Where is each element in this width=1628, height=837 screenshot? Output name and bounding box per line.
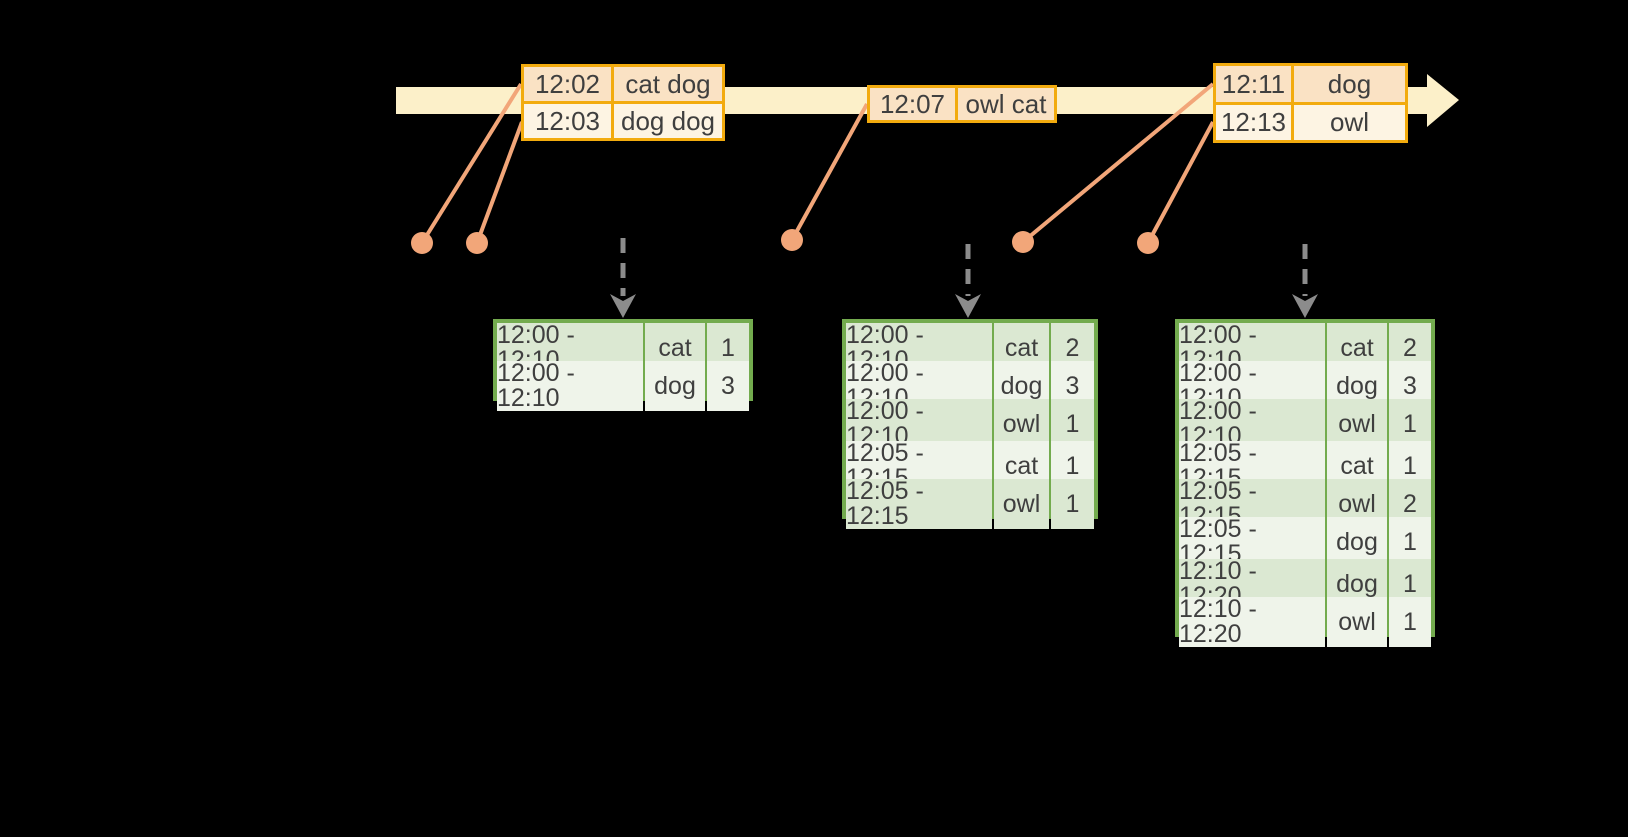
event-dot-12-03 [466,232,488,254]
result-count: 1 [1389,399,1431,449]
event-line-12-02 [420,82,523,245]
result-count: 3 [707,361,749,411]
result-row: 12:00 - 12:10 dog 3 [1179,361,1431,411]
result-count: 1 [1051,479,1094,529]
input-table-2: 12:07 owl cat [867,85,1057,123]
result-row: 12:00 - 12:10 owl 1 [846,399,1094,449]
result-row: 12:05 - 12:15 dog 1 [1179,517,1431,567]
trigger-arrow-icon-2 [955,244,981,318]
result-word: owl [1327,597,1387,647]
input-table-3: 12:11 dog 12:13 owl [1213,63,1408,143]
event-line-12-11 [1021,82,1215,244]
result-row: 12:00 - 12:10 cat 1 [497,323,749,373]
event-time: 12:02 [524,67,611,101]
result-row: 12:10 - 12:20 owl 1 [1179,597,1431,647]
trigger-arrow-icon-1 [610,238,636,318]
event-words: dog [1294,66,1405,102]
event-time: 12:07 [870,88,955,120]
event-dot-12-07 [781,229,803,251]
input-row: 12:07 owl cat [870,88,1054,120]
result-row: 12:05 - 12:15 owl 1 [846,479,1094,529]
timeline-arrowhead-icon [1427,74,1459,127]
result-table-3: 12:00 - 12:10 cat 2 12:00 - 12:10 dog 3 … [1175,319,1435,647]
result-count: 1 [1051,399,1094,449]
event-dot-12-11 [1012,231,1034,253]
result-row: 12:00 - 12:10 owl 1 [1179,399,1431,449]
event-words: cat dog [614,67,722,101]
result-word: owl [994,479,1049,529]
result-window: 12:00 - 12:10 [846,399,992,449]
result-word: owl [1327,399,1387,449]
result-table-2: 12:00 - 12:10 cat 2 12:00 - 12:10 dog 3 … [842,319,1098,529]
event-dot-12-13 [1137,232,1159,254]
event-time: 12:03 [524,104,611,138]
input-row: 12:02 cat dog [524,67,722,101]
result-window: 12:05 - 12:15 [846,479,992,529]
result-window: 12:00 - 12:10 [1179,399,1325,449]
result-row: 12:00 - 12:10 dog 3 [846,361,1094,411]
trigger-arrow-icon-3 [1292,244,1318,318]
result-row: 12:00 - 12:10 cat 2 [1179,323,1431,373]
input-row: 12:03 dog dog [524,104,722,138]
event-words: owl [1294,104,1405,140]
result-row: 12:05 - 12:15 cat 1 [846,441,1094,491]
event-line-12-13 [1146,121,1215,244]
result-window: 12:00 - 12:10 [497,361,643,411]
result-row: 12:00 - 12:10 dog 3 [497,361,749,411]
result-count: 1 [1389,517,1431,567]
result-count: 1 [1389,597,1431,647]
result-word: dog [645,361,705,411]
event-dot-12-02 [411,232,433,254]
result-row: 12:05 - 12:15 cat 1 [1179,441,1431,491]
event-time: 12:11 [1216,66,1291,102]
result-word: dog [1327,517,1387,567]
event-line-12-07 [790,103,869,241]
result-window: 12:10 - 12:20 [1179,597,1325,647]
result-row: 12:10 - 12:20 dog 1 [1179,559,1431,609]
result-row: 12:00 - 12:10 cat 2 [846,323,1094,373]
result-table-1: 12:00 - 12:10 cat 1 12:00 - 12:10 dog 3 [493,319,753,411]
result-word: owl [994,399,1049,449]
input-row: 12:11 dog [1216,66,1405,102]
input-row: 12:13 owl [1216,104,1405,140]
input-table-1: 12:02 cat dog 12:03 dog dog [521,64,725,141]
event-words: owl cat [958,88,1054,120]
event-words: dog dog [614,104,722,138]
event-time: 12:13 [1216,104,1291,140]
event-line-12-03 [475,121,524,244]
result-row: 12:05 - 12:15 owl 2 [1179,479,1431,529]
